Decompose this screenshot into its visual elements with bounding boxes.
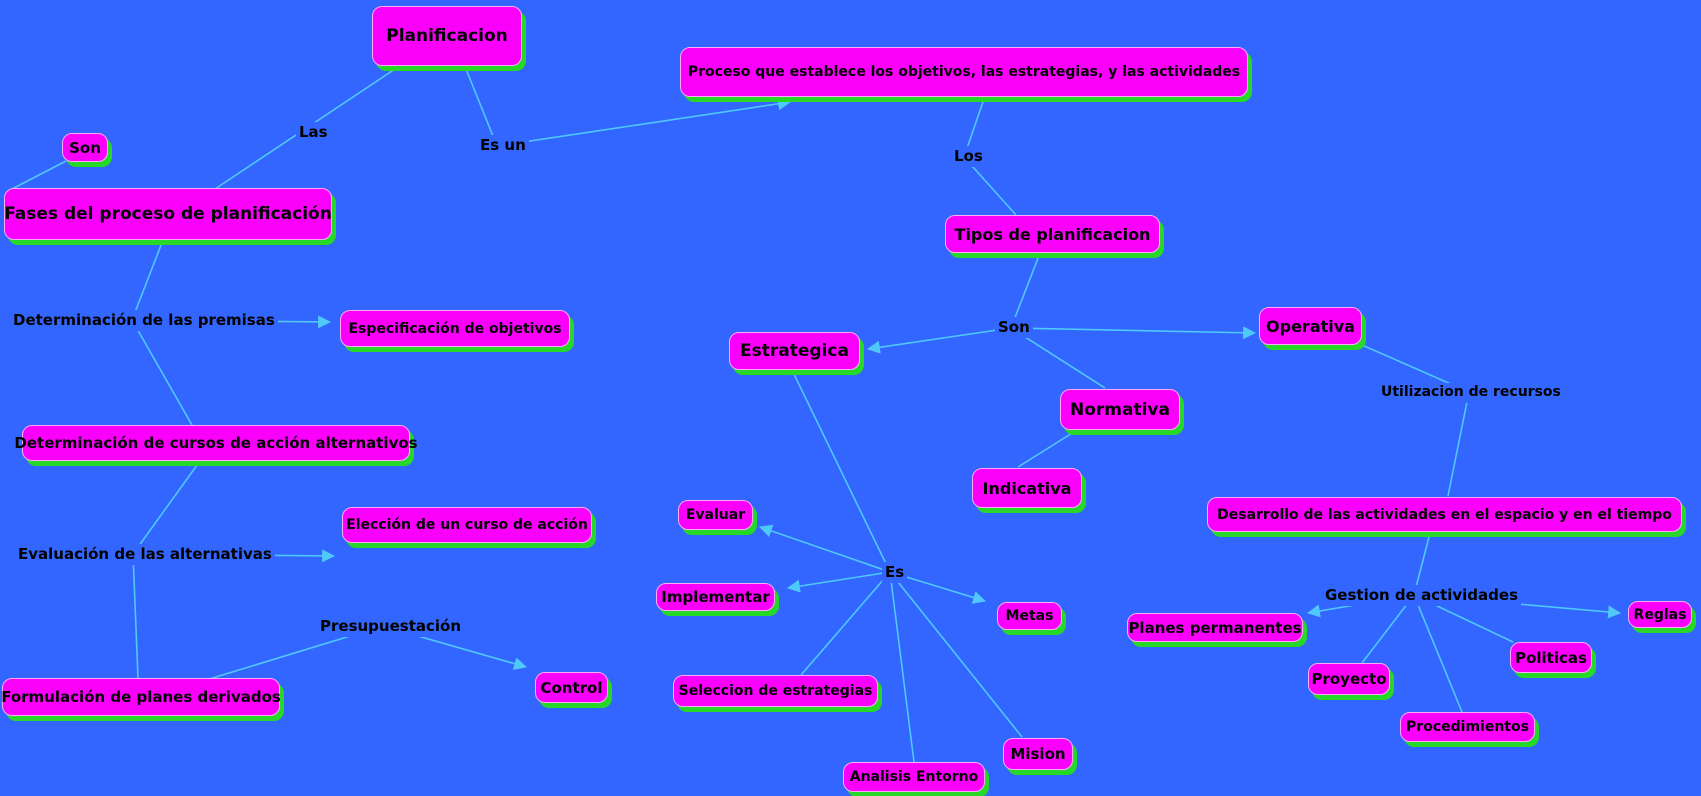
node-metas[interactable]: Metas	[997, 602, 1062, 630]
link-label-utilizacion-recursos[interactable]: Utilizacion de recursos	[1378, 383, 1564, 403]
connector-line	[131, 239, 164, 321]
node-reglas[interactable]: Reglas	[1628, 601, 1692, 628]
node-proyecto[interactable]: Proyecto	[1308, 663, 1390, 695]
node-eleccion[interactable]: Elección de un curso de acción	[342, 507, 592, 543]
connector-line	[465, 68, 498, 147]
connector-line	[1413, 532, 1431, 596]
node-normativa[interactable]: Normativa	[1060, 389, 1180, 430]
link-label-gestion-actividades[interactable]: Gestion de actividades	[1322, 585, 1522, 606]
node-implementar[interactable]: Implementar	[656, 583, 775, 611]
connector-line	[1361, 594, 1415, 664]
node-cursos[interactable]: Determinación de cursos de acción altern…	[14, 425, 418, 461]
connector-line	[132, 460, 201, 555]
node-analisis-entorno[interactable]: Analisis Entorno	[843, 762, 985, 792]
node-proceso[interactable]: Proceso que establece los objetivos, las…	[680, 47, 1248, 97]
connector-line	[800, 571, 891, 676]
node-especificacion[interactable]: Especificación de objetivos	[340, 310, 570, 347]
connector-line	[11, 160, 67, 190]
connector-line	[131, 319, 193, 426]
node-mision[interactable]: Mision	[1003, 738, 1073, 770]
node-politicas[interactable]: Politicas	[1510, 642, 1592, 673]
node-procedimientos[interactable]: Procedimientos	[1400, 712, 1535, 742]
node-fases[interactable]: Fases del proceso de planificación	[4, 188, 332, 240]
connector-line	[1010, 326, 1257, 340]
link-label-es-un[interactable]: Es un	[477, 135, 529, 156]
connector-line	[132, 553, 139, 679]
node-son-left[interactable]: Son	[62, 133, 108, 162]
link-label-determinacion-premisas[interactable]: Determinación de las premisas	[10, 310, 278, 331]
link-label-son-center[interactable]: Son	[995, 317, 1033, 338]
node-formulacion[interactable]: Formulación de planes derivados	[1, 678, 281, 716]
link-label-evaluacion-alternativas[interactable]: Evaluación de las alternativas	[15, 544, 275, 565]
node-operativa[interactable]: Operativa	[1259, 307, 1362, 345]
connector-line	[866, 327, 1012, 354]
node-indicativa[interactable]: Indicativa	[972, 468, 1082, 508]
connector-line	[889, 571, 1023, 738]
node-planes-permanentes[interactable]: Planes permanentes	[1127, 613, 1303, 642]
node-seleccion[interactable]: Seleccion de estrategias	[673, 675, 878, 707]
node-estrategica[interactable]: Estrategica	[729, 332, 860, 370]
connector-line	[786, 571, 891, 593]
connector-line	[758, 524, 891, 573]
connector-line	[1447, 391, 1470, 497]
connector-line	[1010, 252, 1041, 329]
connector-line	[889, 571, 915, 763]
connector-line	[791, 369, 891, 573]
connector-line	[1010, 327, 1106, 389]
node-desarrollo[interactable]: Desarrollo de las actividades en el espa…	[1207, 497, 1682, 532]
link-label-presupuestacion[interactable]: Presupuestación	[317, 616, 464, 637]
connector-line	[496, 97, 792, 147]
node-evaluar[interactable]: Evaluar	[678, 500, 753, 530]
link-label-es[interactable]: Es	[882, 562, 908, 583]
link-label-los[interactable]: Los	[951, 146, 986, 167]
node-tipos[interactable]: Tipos de planificacion	[945, 215, 1160, 253]
connector-line	[1017, 429, 1078, 468]
node-planificacion[interactable]: Planificacion	[372, 6, 522, 66]
connector-line	[1413, 594, 1463, 713]
link-label-las[interactable]: Las	[296, 122, 331, 143]
node-control[interactable]: Control	[535, 672, 608, 703]
